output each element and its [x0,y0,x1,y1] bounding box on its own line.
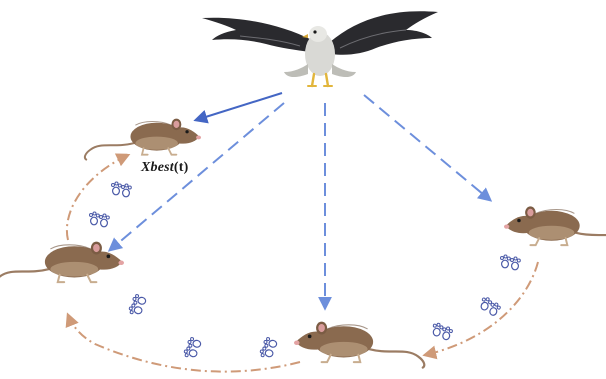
dashed-arrow-right [364,95,490,200]
xbest-label: Xbest(t) [141,160,188,176]
footprint-icon [431,322,453,340]
rat-icon-best [85,119,201,160]
footprint-icon [128,294,146,316]
footprint-icon [112,182,132,197]
footprint-icon [183,337,201,359]
rat-icon-bottom [294,322,424,368]
footprint-icon [90,212,110,227]
hawk-icon [202,11,438,86]
solid-arrow-to-best [196,93,282,120]
rat-icon-left [0,242,124,288]
footprint-icon [259,337,277,359]
footprint-icons [90,182,521,359]
rat-icon-right [504,206,606,250]
footprint-icon [478,296,502,317]
footprint-icon [501,255,521,270]
xbest-label-main: Xbest [141,160,174,175]
xbest-label-arg: (t) [174,160,189,175]
